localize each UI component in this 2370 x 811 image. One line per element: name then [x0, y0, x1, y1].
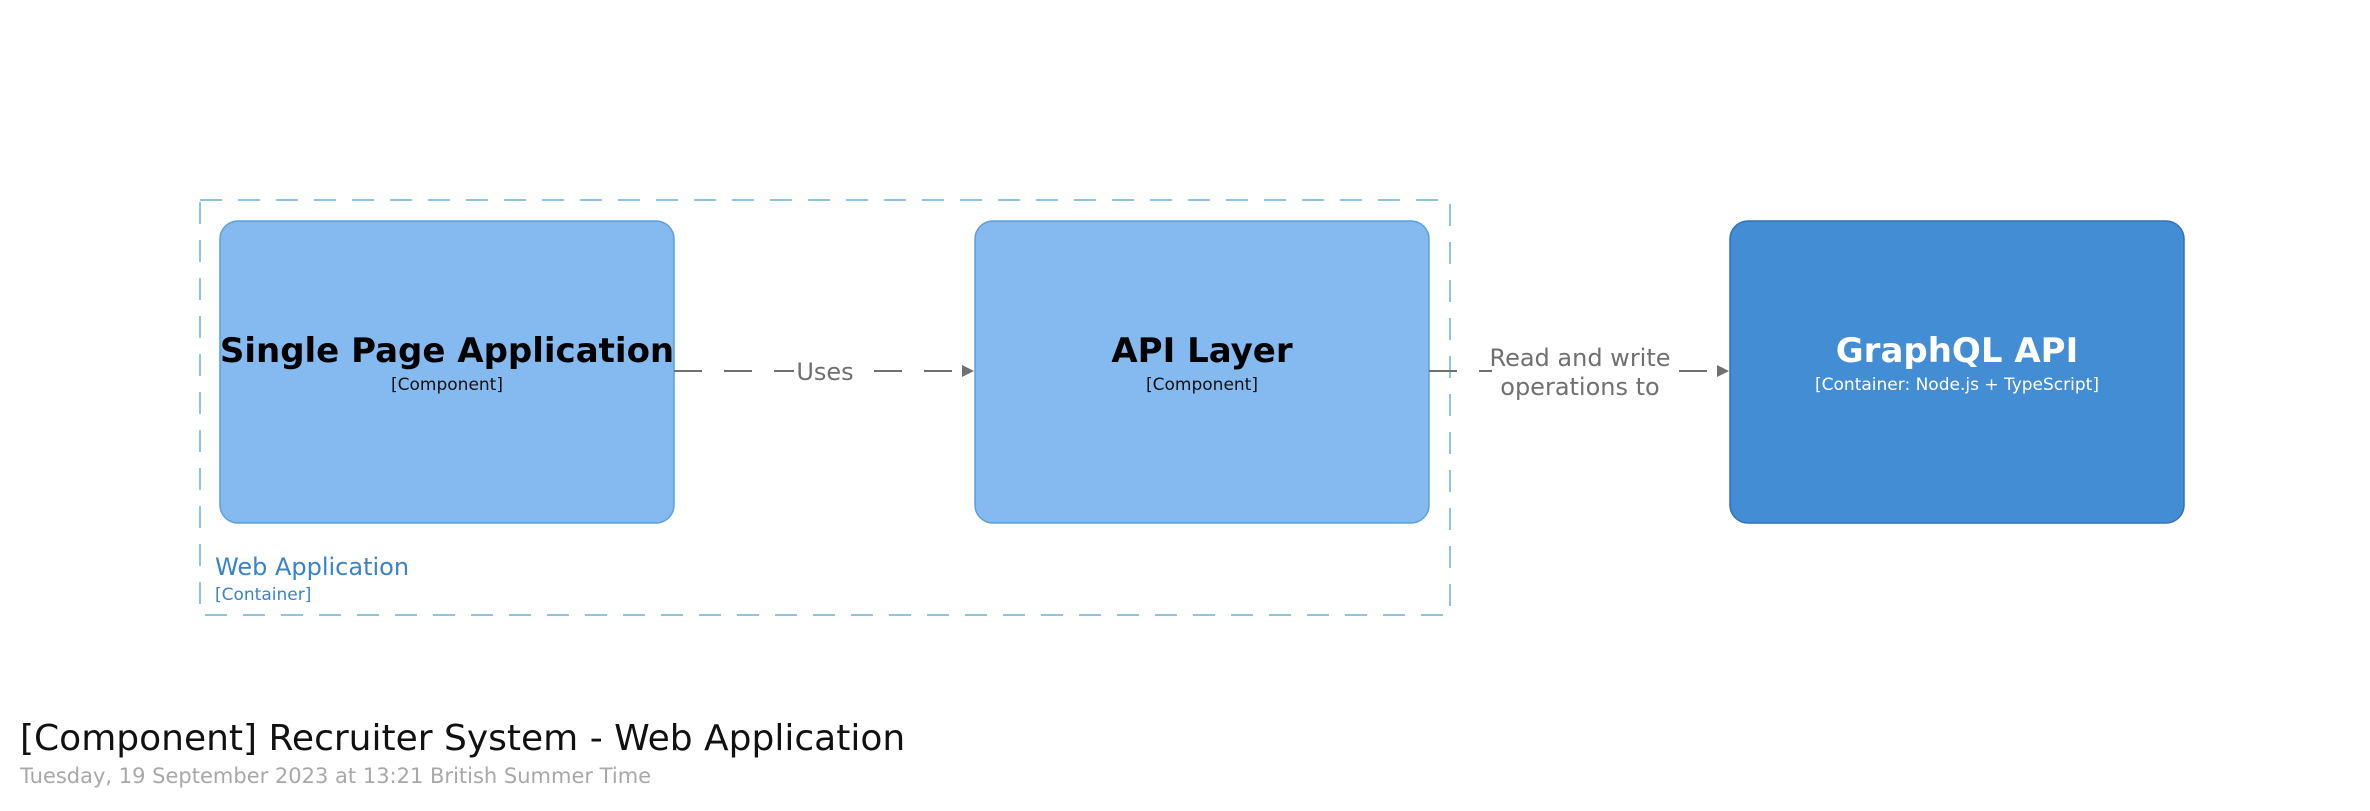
boundary-type: [Container]	[215, 585, 311, 605]
graphql-api-box[interactable]: GraphQL API [Container: Node.js + TypeSc…	[1729, 220, 2185, 524]
boundary-name: Web Application	[215, 553, 409, 581]
spa-type: [Component]	[391, 375, 503, 395]
spa-title: Single Page Application	[220, 331, 674, 371]
uses-relationship: Uses	[674, 354, 974, 388]
diagram-title: [Component] Recruiter System - Web Appli…	[20, 718, 906, 759]
read-write-label-line1: Read and write	[1489, 344, 1670, 372]
api-layer-type: [Component]	[1146, 375, 1258, 395]
diagram-date: Tuesday, 19 September 2023 at 13:21 Brit…	[20, 764, 652, 788]
api-layer-title: API Layer	[1111, 331, 1293, 371]
graphql-title: GraphQL API	[1836, 331, 2078, 371]
web-application-boundary: Web Application [Container]	[199, 199, 1451, 616]
uses-label: Uses	[796, 358, 853, 386]
api-layer-box[interactable]: API Layer [Component]	[974, 220, 1430, 524]
read-write-label-line2: operations to	[1500, 373, 1659, 401]
architecture-diagram: Web Application [Container] Single Page …	[199, 199, 2185, 616]
read-write-relationship: Read and write operations to	[1429, 340, 1729, 402]
single-page-application-box[interactable]: Single Page Application [Component]	[219, 220, 675, 524]
graphql-type: [Container: Node.js + TypeScript]	[1815, 375, 2099, 395]
